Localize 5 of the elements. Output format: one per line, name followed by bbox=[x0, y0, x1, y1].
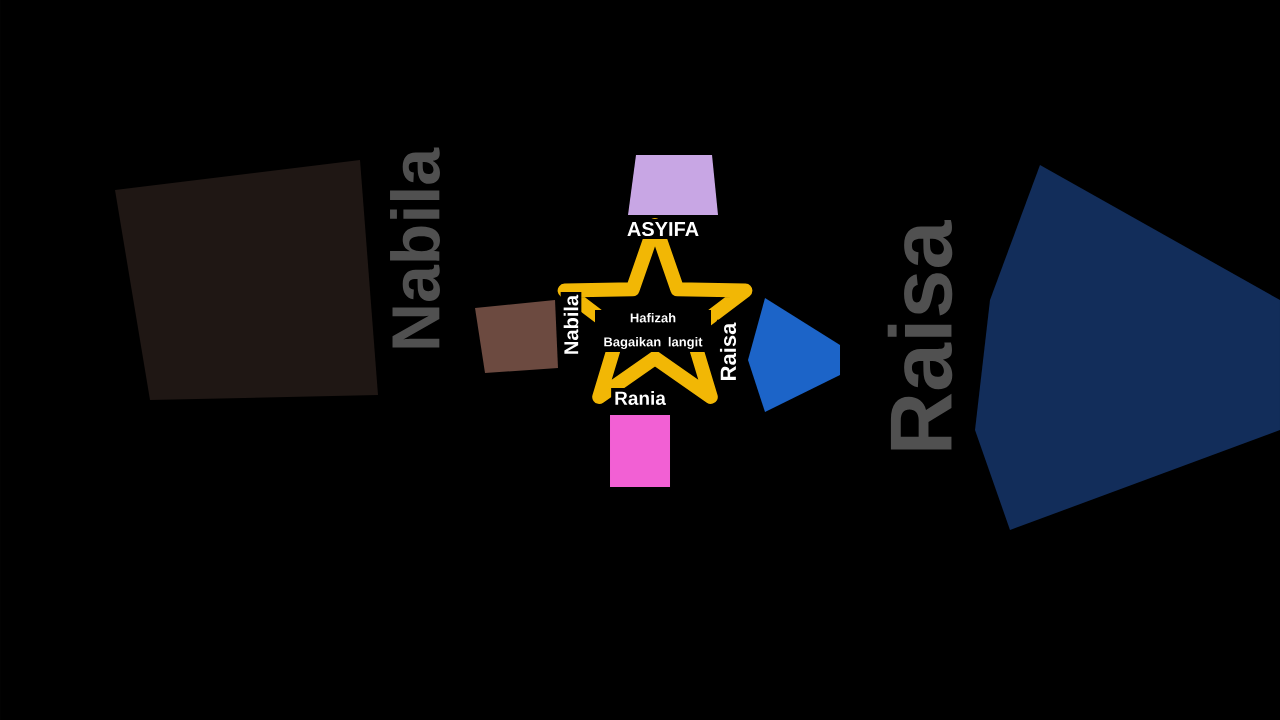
name-label: Nabila bbox=[560, 292, 582, 358]
name-label: Rania bbox=[611, 388, 669, 408]
backdrop-text: Nabila bbox=[390, 147, 440, 348]
backdrop-text: Raisa bbox=[887, 220, 953, 450]
name-label: Hafizah Bagaikan langit bbox=[595, 309, 711, 353]
